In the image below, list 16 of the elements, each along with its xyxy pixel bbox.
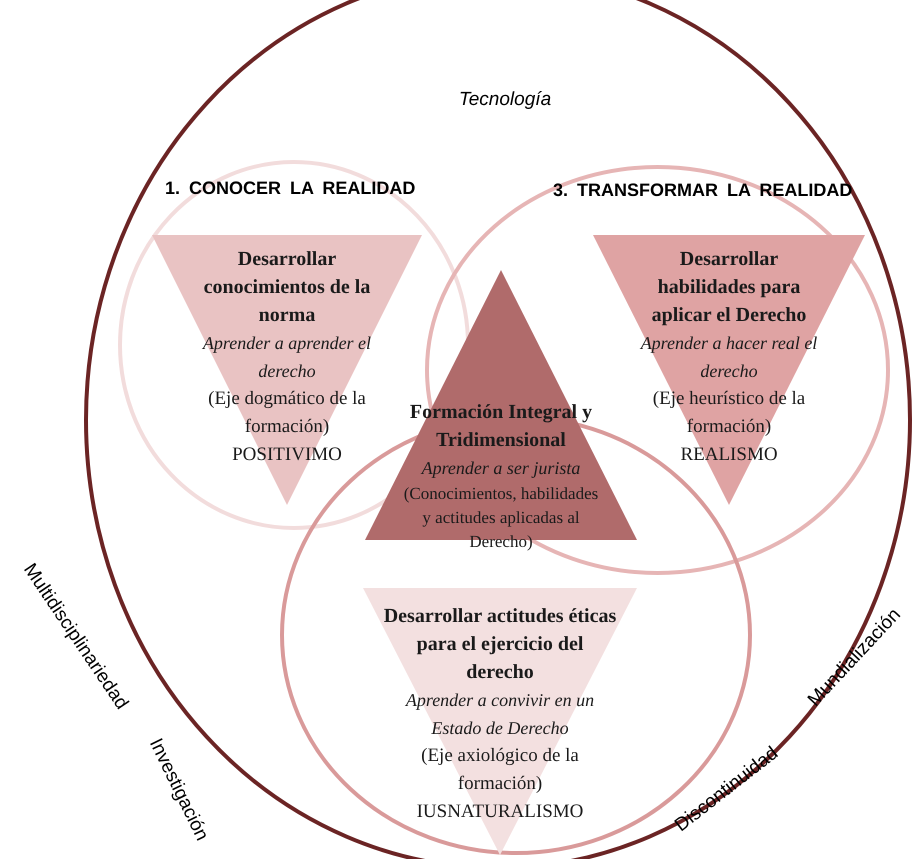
circle-heading: 1. CONOCER LA REALIDAD — [165, 177, 416, 200]
body-text: REALISMO — [680, 443, 778, 467]
body-text: POSITIVIMO — [232, 443, 342, 467]
body-text: (Eje heurístico de la formación) — [652, 387, 806, 439]
triangle-heading: Desarrollar habilidades para aplicar el Derecho — [650, 247, 808, 328]
body-text: (Eje axiológico de la formación) — [420, 744, 580, 796]
downward-triangle — [363, 588, 637, 855]
theme-label: Tecnología — [458, 88, 552, 112]
triangle-heading: Desarrollar actitudes éticas para el ejercicio del derecho — [383, 604, 617, 685]
italic-subtitle: Aprender a aprender el derecho — [201, 332, 372, 383]
body-text: IUSNATURALISMO — [416, 800, 584, 824]
italic-subtitle: Aprender a hacer real el derecho — [638, 332, 818, 383]
italic-subtitle: Aprender a convivir en un Estado de Derecho — [404, 689, 596, 740]
italic-subtitle: Aprender a ser jurista — [422, 457, 580, 480]
body-text: (Eje dogmático de la formación) — [207, 387, 367, 439]
triangle-heading: Desarrollar conocimientos de la norma — [202, 247, 372, 328]
